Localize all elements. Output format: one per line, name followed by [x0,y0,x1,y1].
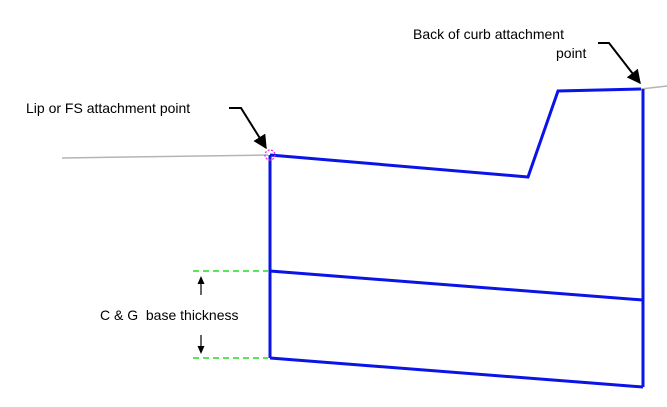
attachment-point-circle-icon [264,149,276,161]
base-thickness-label: C & G base thickness [100,307,239,323]
ground-line-left [61,154,269,159]
base-bottom-line [269,356,644,389]
back-of-curb-label-line1: Back of curb attachment [413,26,564,42]
lip-attachment-label: Lip or FS attachment point [26,100,190,116]
base-top-line [269,269,644,302]
curb-top-profile [269,87,642,179]
lip-attachment-leader [229,107,267,150]
back-of-curb-label-line2: point [556,45,586,61]
ground-line-right [640,85,667,90]
back-of-curb-leader [598,42,641,85]
vertical-dimension-arrows-icon [197,276,205,354]
